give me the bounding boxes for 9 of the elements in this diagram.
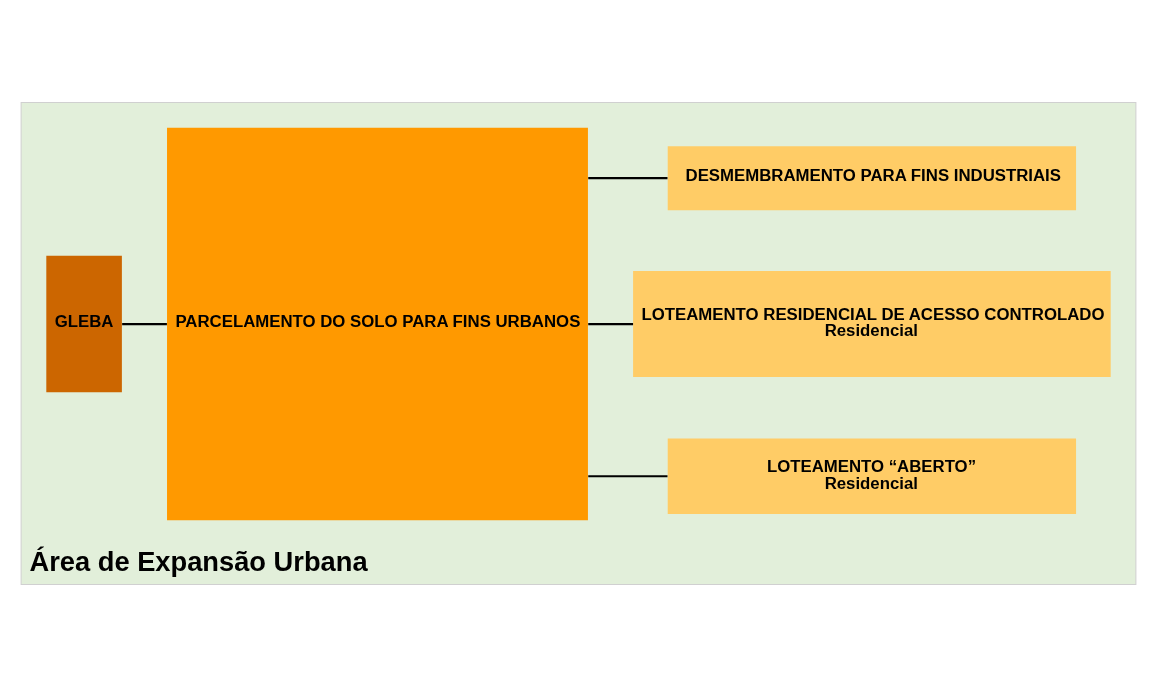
node-box: LOTEAMENTO RESIDENCIAL DE ACESSO CONTROLADO Residencial xyxy=(633,271,1111,378)
connector xyxy=(122,323,167,326)
connector xyxy=(588,323,634,326)
node-box: GLEBA xyxy=(46,255,122,393)
connector xyxy=(588,177,668,180)
node-box: PARCELAMENTO DO SOLO PARA FINS URBANOS xyxy=(167,127,588,521)
node-box: DESMEMBRAMENTO PARA FINS INDUSTRIAIS xyxy=(667,146,1077,211)
node-box: LOTEAMENTO “ABERTO” Residencial xyxy=(667,438,1077,515)
connector xyxy=(588,475,668,478)
